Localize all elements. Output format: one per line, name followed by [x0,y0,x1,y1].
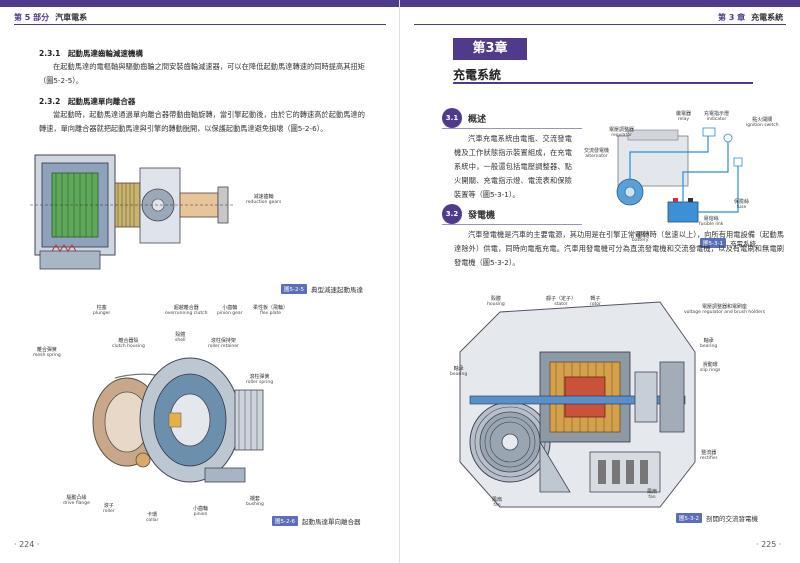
section-2-3-2-title: 2.3.2 起動馬達單向離合器 [39,97,136,106]
figure-5-3-1-caption: 圖5-3-1 充電系統 [700,238,756,248]
section-3-2-badge: 3.2 [442,204,462,224]
section-rule [442,128,582,129]
callout-fan-left: 風扇 fan [492,497,503,508]
alternator-cutaway-illustration [459,301,696,508]
header-part: 第 3 章 [718,13,746,22]
section-3-1-text: 汽車充電系統由電瓶、交流發電機及工作狀態指示裝置組成，在充電系統中，一般還包括電… [454,134,572,199]
chapter-rule [453,82,753,84]
callout-rectifier: 整流器 rectifier [700,450,718,461]
callout-stator: 靜子（定子） stator [546,296,577,307]
page-number-left: · 224 · [14,540,40,549]
header-part: 第 5 部分 [14,13,50,22]
callout-bearing-right: 軸承 bearing [700,338,718,349]
callout-alternator: 交流發電機 alternator [584,148,610,159]
callout-relay: 繼電器 relay [676,111,692,122]
figure-5-3-2-caption: 圖5-3-2 剖開的交流發電機 [676,513,758,523]
section-2-3-1-title: 2.3.1 起動馬達齒輪減速機構 [39,49,143,58]
section-2-3-1-text: 在起動馬達的電樞軸與驅動齒輪之間安裝齒輪減速器，可以在降低起動馬達轉速的同時提高… [39,62,365,85]
callout-collar: 卡環 collar [146,512,159,523]
callout-flex-plate: 柔性板（飛輪） flex plate [253,305,289,316]
callout-plunger: 柱塞 plunger [93,305,111,316]
section-3-2-title: 發電機 [468,211,496,221]
callout-fusible-link: 易熔絲 fusible link [699,216,724,227]
callout-fuse: 保險絲 fuse [734,199,750,210]
callout-fan-right: 風扇 fan [647,489,658,500]
header-rule [14,24,386,25]
header-bar [0,0,400,7]
header-title: 充電系統 [751,13,784,22]
callout-bearing-left: 軸承 bearing [450,366,468,377]
callout-bushing: 襯套 bushing [246,496,264,507]
callout-pinion: 小齒輪 pinion [193,506,209,517]
callout-pinion-gear: 小齒輪 pinion gear [217,305,243,316]
right-page: 第 3 章充電系統 第3章 充電系統 3.1 概述 汽車充電系統由電瓶、交流發電… [400,0,800,563]
callout-mesh-spring: 離合彈簧 mesh spring [33,347,61,358]
callout-roller-retainer: 滾柱保持架 roller retainer [208,338,239,349]
section-3-1-badge: 3.1 [442,108,462,128]
callout-roller: 滾子 roller [103,503,115,514]
callout-shell: 殼體 shell [175,332,186,343]
figure-badge: 圖5-2-6 [272,516,298,526]
page-number-right: · 225 · [756,540,782,549]
callout-rotor: 轉子 rotor [590,296,601,307]
chapter-title: 充電系統 [453,68,502,82]
callout-voltage-regulator-brush-holders: 電壓調整器和電刷座 voltage regulator and brush ho… [684,304,766,315]
overrunning-clutch-illustration [92,357,264,483]
callout-roller-spring: 滾柱彈簧 roller spring [246,374,274,385]
running-header: 第 3 章充電系統 [718,12,783,23]
header-title: 汽車電系 [55,13,88,22]
section-2-3-2-text: 當起動時，起動馬達通過單向離合器帶動曲軸旋轉，當引擎起動後，由於它的轉速高於起動… [39,110,365,133]
figure-5-2-5-caption: 圖5-2-5 典型減速起動馬達 [281,284,363,294]
callout-ignition-switch: 點火開關 ignition switch [746,117,779,128]
callout-regulator: 電壓調整器 regulator [609,127,635,138]
callout-housing: 殼體 housing [487,296,505,307]
figure-badge: 圖5-2-5 [281,284,307,294]
header-rule [414,24,786,25]
running-header: 第 5 部分汽車電系 [14,12,87,23]
section-rule [442,224,582,225]
callout-reduction-gears: 減速齒輪 reduction gears [246,194,282,205]
chapter-label: 第3章 [453,38,527,60]
callout-indicator: 充電指示燈 indicator [704,111,730,122]
callout-slip-rings: 滑動環 slip rings [700,362,721,373]
header-bar [400,0,800,7]
figure-badge: 圖5-3-2 [676,513,702,523]
figure-5-2-6-caption: 圖5-2-6 起動馬達單向離合器 [272,516,360,526]
callout-clutch-housing: 離合器殼 clutch housing [112,338,145,349]
figure-badge: 圖5-3-1 [700,238,726,248]
starter-motor-illustration [30,154,235,270]
callout-drive-flange: 驅動凸緣 drive flange [63,495,90,506]
section-3-1-title: 概述 [468,115,487,125]
left-page: 第 5 部分汽車電系 2.3.1 起動馬達齒輪減速機構 在起動馬達的電樞軸與驅動… [0,0,400,549]
section-3-2-text: 汽車發電機是汽車的主要電源，其功用是在引擎正常運轉時（怠速以上），向所有用電設備… [454,230,784,267]
callout-battery: 電瓶 battery [632,232,649,243]
callout-overrunning-clutch: 超越離合器 overrunning clutch [165,305,208,316]
charging-system-illustration [616,127,743,223]
